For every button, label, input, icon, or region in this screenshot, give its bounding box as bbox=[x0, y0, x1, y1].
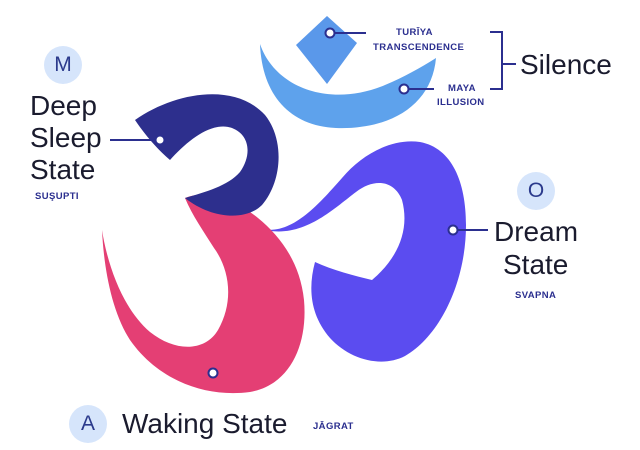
illusion-label: ILLUSION bbox=[437, 97, 485, 108]
waking-marker bbox=[207, 367, 219, 379]
deep-sleep-subtitle: SUŞUPTI bbox=[35, 191, 79, 202]
waking-subtitle: JĀGRAT bbox=[313, 421, 354, 432]
deep-sleep-title-line-1: Deep bbox=[30, 90, 97, 121]
maya-marker bbox=[398, 83, 410, 95]
deep-sleep-marker bbox=[154, 134, 166, 146]
deep-sleep-title-line-2: Sleep bbox=[30, 122, 102, 153]
om-dream-stroke bbox=[258, 141, 466, 362]
dream-subtitle: SVAPNA bbox=[515, 290, 557, 301]
turiya-marker bbox=[324, 27, 336, 39]
om-deep-sleep-stroke bbox=[135, 94, 279, 216]
dream-title-line-1: Dream bbox=[494, 216, 579, 247]
turiya-label: TURĪYA bbox=[396, 27, 433, 38]
om-bindu-dot bbox=[296, 16, 357, 84]
om-chandrabindu-crescent bbox=[260, 44, 436, 129]
silence-label: Silence bbox=[520, 49, 612, 80]
letter-m-badge: M bbox=[44, 46, 82, 84]
connector-lines bbox=[110, 31, 516, 231]
letter-o-badge: O bbox=[517, 172, 555, 210]
waking-title: Waking State bbox=[122, 408, 288, 439]
dream-marker bbox=[447, 224, 459, 236]
deep-sleep-title-line-3: State bbox=[30, 154, 96, 185]
maya-label: MAYA bbox=[448, 83, 476, 94]
om-waking-stroke bbox=[102, 194, 305, 394]
letter-a-badge: A bbox=[69, 405, 107, 443]
marker-dots bbox=[154, 27, 459, 379]
transcendence-label: TRANSCENDENCE bbox=[373, 42, 465, 53]
dream-title-line-2: State bbox=[503, 249, 569, 280]
